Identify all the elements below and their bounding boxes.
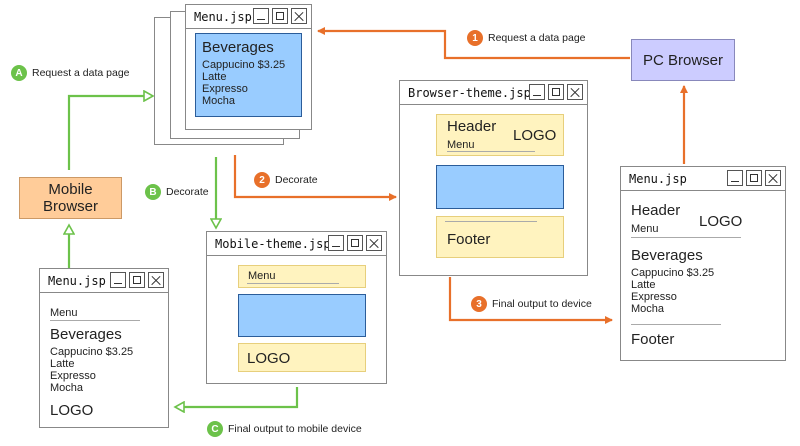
step-1-badge: 1 [467, 30, 483, 46]
header-region: Header LOGO Menu [436, 114, 564, 156]
header-label: Header [631, 202, 681, 219]
footer-label: Footer [447, 231, 491, 248]
logo-label: LOGO [50, 402, 94, 419]
close-icon[interactable] [366, 235, 382, 251]
footer-label: Footer [631, 331, 675, 348]
menu-item: Latte [50, 358, 75, 370]
minimize-icon[interactable] [110, 272, 126, 288]
maximize-icon[interactable] [347, 235, 363, 251]
header-label: Header [447, 118, 497, 135]
step-b-badge: B [145, 184, 161, 200]
window-title: Menu.jsp [194, 10, 252, 24]
content-slot [436, 165, 564, 209]
menu-item: Latte [631, 279, 656, 291]
logo-label: LOGO [513, 127, 557, 144]
step-3-label: Final output to device [492, 298, 592, 310]
mobile-menu-window: Menu.jsp Menu Beverages Cappucino $3.25 … [39, 268, 169, 428]
maximize-icon[interactable] [129, 272, 145, 288]
mobile-browser-box: Mobile Browser [19, 177, 122, 219]
menu-item: Cappucino $3.25 [631, 267, 715, 279]
mobile-theme-window: Mobile-theme.jsp Menu LOGO [206, 231, 387, 384]
footer-region: Footer [436, 216, 564, 258]
step-2-label: Decorate [275, 174, 318, 186]
window-title: Menu.jsp [629, 172, 687, 186]
minimize-icon[interactable] [328, 235, 344, 251]
window-title: Browser-theme.jsp [408, 86, 531, 100]
menu-region: Menu [238, 265, 366, 288]
step-c-label: Final output to mobile device [228, 423, 362, 435]
logo-label: LOGO [247, 350, 291, 367]
minimize-icon[interactable] [529, 84, 545, 100]
arrow-step-3 [448, 277, 613, 324]
menu-item: Mocha [202, 95, 236, 107]
step-2-badge: 2 [254, 172, 270, 188]
menu-item: Expresso [202, 83, 248, 95]
close-icon[interactable] [567, 84, 583, 100]
pc-browser-label: PC Browser [642, 51, 724, 69]
close-icon[interactable] [148, 272, 164, 288]
menu-item: Mocha [631, 303, 665, 315]
content-slot [238, 294, 366, 337]
step-a-badge: A [11, 65, 27, 81]
window-title: Mobile-theme.jsp [215, 237, 331, 251]
menu-label: Menu [631, 223, 659, 235]
maximize-icon[interactable] [548, 84, 564, 100]
menu-label: Menu [248, 270, 276, 282]
menu-item: Latte [202, 71, 227, 83]
step-3-badge: 3 [471, 296, 487, 312]
minimize-icon[interactable] [727, 170, 743, 186]
arrow-step-c [176, 387, 299, 407]
arrow-step-2 [233, 155, 397, 201]
maximize-icon[interactable] [272, 8, 288, 24]
mobile-browser-label-line1: Mobile [48, 181, 93, 198]
menu-window-top: Menu.jsp Beverages Cappucino $3.25 Latte… [185, 4, 312, 130]
close-icon[interactable] [291, 8, 307, 24]
menu-label: Menu [447, 139, 475, 151]
maximize-icon[interactable] [746, 170, 762, 186]
close-icon[interactable] [765, 170, 781, 186]
step-c-badge: C [207, 421, 223, 437]
mobile-browser-label-line2: Browser [42, 198, 98, 215]
arrow-step-a [67, 96, 152, 170]
beverages-heading: Beverages [202, 39, 274, 56]
content-area: Beverages Cappucino $3.25 Latte Expresso… [195, 33, 302, 117]
step-b-label: Decorate [166, 186, 209, 198]
logo-region: LOGO [238, 343, 366, 372]
minimize-icon[interactable] [253, 8, 269, 24]
logo-label: LOGO [699, 213, 743, 230]
step-1-label: Request a data page [488, 32, 586, 44]
step-a-label: Request a data page [32, 67, 130, 79]
menu-item: Mocha [50, 382, 84, 394]
window-title: Menu.jsp [48, 274, 106, 288]
pc-browser-box: PC Browser [631, 39, 735, 81]
beverages-heading: Beverages [50, 326, 122, 343]
menu-item: Cappucino $3.25 [50, 346, 134, 358]
menu-item: Cappucino $3.25 [202, 59, 286, 71]
menu-item: Expresso [50, 370, 96, 382]
arrow-step-1 [317, 27, 630, 60]
pc-menu-window: Menu.jsp Header LOGO Menu Beverages Capp… [620, 166, 786, 361]
menu-item: Expresso [631, 291, 677, 303]
beverages-heading: Beverages [631, 247, 703, 264]
browser-theme-window: Browser-theme.jsp Header LOGO Menu Foote… [399, 80, 588, 276]
menu-label: Menu [50, 307, 78, 319]
